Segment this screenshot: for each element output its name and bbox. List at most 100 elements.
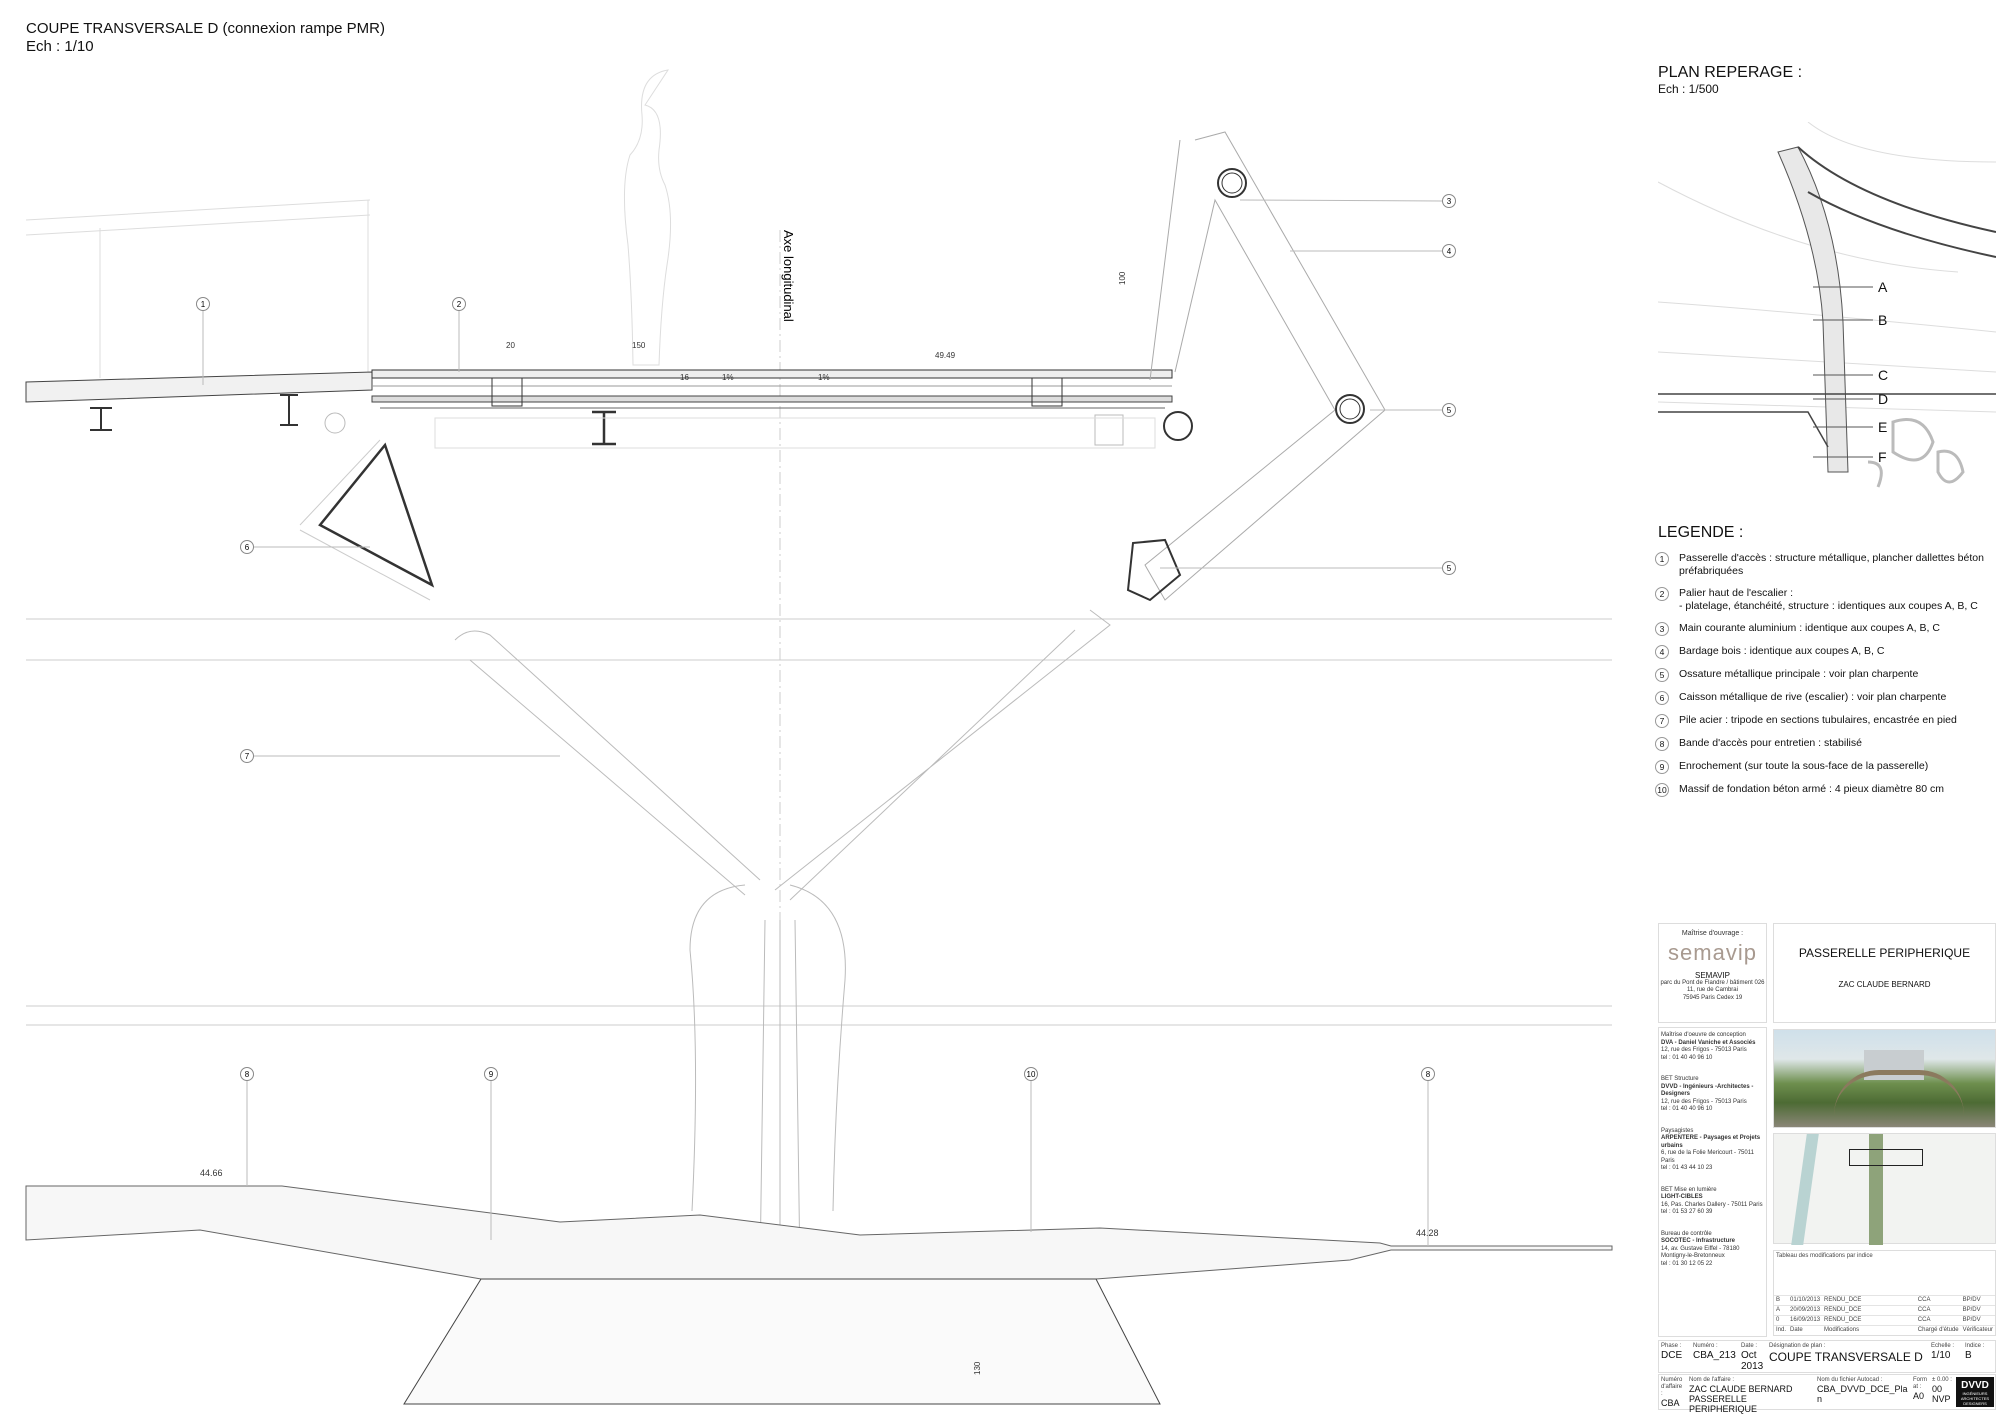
ground-profile <box>25 1185 1613 1405</box>
phase-value: DCE <box>1661 1350 1683 1361</box>
affaire-nom-value: PASSERELLE PERIPHERIQUE <box>1689 1394 1758 1414</box>
callout-leader <box>1239 199 1443 202</box>
legend-number: 8 <box>1655 737 1669 751</box>
mods-cell: 0 <box>1774 1315 1789 1326</box>
section-marker-F: F <box>1878 449 1887 465</box>
callout-circle <box>1442 244 1456 258</box>
team-name: ARPENTERE - Paysages et Projets urbains <box>1661 1135 1761 1149</box>
owner-name: SEMAVIP <box>1695 970 1730 980</box>
section-marker-E: E <box>1878 419 1887 435</box>
section-marker-D: D <box>1878 391 1888 407</box>
elevation-right: 44.28 <box>1416 1228 1439 1238</box>
mods-cell: Modifications <box>1822 1325 1916 1335</box>
dim-150: 150 <box>632 341 646 350</box>
legend: 1 Passerelle d'accès : structure métalliq… <box>1655 552 1997 806</box>
legend-text: Massif de fondation béton armé : 4 pieux… <box>1679 783 1944 795</box>
callout-7: 7 <box>245 752 250 761</box>
owner-address: 11, rue de Cambrai <box>1687 987 1738 993</box>
legend-number: 10 <box>1655 783 1669 797</box>
project-name: PASSERELLE PERIPHERIQUE <box>1798 946 1971 960</box>
steel-pier-tripod <box>454 609 1111 1271</box>
team-tel: tel : 01 43 44 10 23 <box>1661 1165 1713 1171</box>
team-name: DVA - Daniel Vaniche et Associés <box>1661 1039 1756 1046</box>
team-address: 12, rue des Frigos - 75013 Paris <box>1661 1047 1747 1053</box>
callout-6: 6 <box>245 543 250 552</box>
indice-label: Indice : <box>1965 1343 1985 1349</box>
format-label: Format : <box>1913 1377 1927 1390</box>
dim-20: 20 <box>506 341 515 350</box>
owner-address: 75945 Paris Cedex 19 <box>1682 994 1743 1001</box>
human-silhouette <box>623 69 672 366</box>
designation-label: Désignation de plan : <box>1769 1343 1826 1349</box>
echelle-label: Echelle : <box>1931 1343 1955 1349</box>
mods-cell: CCA <box>1915 1305 1961 1316</box>
team-address: 14, av. Gustave Eiffel - 78180 Montigny-… <box>1661 1245 1740 1260</box>
legend-text: Enrochement (sur toute la sous-face de l… <box>1679 760 1929 772</box>
mods-cell: 01/10/2013 <box>1788 1295 1823 1306</box>
format-value: A0 <box>1913 1391 1925 1401</box>
team-name: LIGHT-CIBLES <box>1661 1194 1703 1200</box>
axis-label: Axe longitudinal <box>781 230 796 322</box>
mods-cell: B <box>1774 1295 1789 1306</box>
team-role: BET Structure <box>1661 1076 1699 1082</box>
team-address: 12, rue des Frigos - 75013 Paris <box>1661 1098 1747 1105</box>
legend-number: 1 <box>1655 552 1669 566</box>
legend-title: LEGENDE : <box>1658 524 1744 541</box>
callout-circle <box>1421 1067 1435 1081</box>
mods-cell: Vérificateur <box>1960 1325 1995 1335</box>
dvvd-logo-text: DVVD <box>1961 1380 1989 1391</box>
phase-label: Phase : <box>1661 1343 1682 1349</box>
affaire-num-value: CBA <box>1661 1398 1680 1408</box>
callout-circle <box>1442 561 1456 575</box>
callout-circle <box>240 540 254 554</box>
landing-deck <box>371 369 1173 449</box>
legend-text: Main courante aluminium : identique aux … <box>1679 622 1940 634</box>
legend-text: Pile acier : tripode en sections tubulai… <box>1679 714 1957 726</box>
plan-scale: Ech : 1/500 <box>1658 82 1719 96</box>
team-name: SOCOTEC - Infrastructure <box>1661 1238 1736 1244</box>
mods-cell: BP/DV <box>1960 1295 1995 1306</box>
owner-address: parc du Pont de Flandre / bâtiment 026 <box>1660 979 1765 986</box>
affaire-num-label: Numéro d'affaire : <box>1661 1377 1683 1397</box>
drawing-title: COUPE TRANSVERSALE D (connexion rampe PM… <box>26 20 385 56</box>
team-name: DVVD - Ingénieurs -Architectes - Designe… <box>1661 1083 1754 1098</box>
legend-text: Palier haut de l'escalier : - platelage,… <box>1679 587 1978 612</box>
edge-box-girder <box>318 442 435 588</box>
mods-cell: Chargé d'étude <box>1915 1325 1961 1335</box>
team-tel: tel : 01 40 40 96 10 <box>1661 1106 1713 1112</box>
legend-text: Bande d'accès pour entretien : stabilisé <box>1679 737 1862 749</box>
callout-circle <box>240 749 254 763</box>
dim-16: 16 <box>680 373 689 382</box>
legend-text: Caisson métallique de rive (escalier) : … <box>1679 691 1947 703</box>
cross-section-drawing: Axe longitudinal 20 150 49.49 100 1% 1% … <box>25 69 1613 1405</box>
section-title: COUPE TRANSVERSALE D (connexion rampe PM… <box>26 20 386 37</box>
dim-100: 100 <box>1118 271 1127 285</box>
legend-item: 1 Passerelle d'accès : structure métalliq… <box>1655 552 1997 578</box>
legend-text: Passerelle d'accès : structure métalliqu… <box>1679 552 1984 577</box>
nvp-value: 00 NVP <box>1932 1384 1951 1404</box>
legend-number: 4 <box>1655 645 1669 659</box>
team-tel: tel : 01 53 27 60 39 <box>1661 1209 1713 1215</box>
team-address: 6, rue de la Folie Mericourt - 75011 Par… <box>1661 1150 1754 1164</box>
team-role: BET Mise en lumière <box>1661 1186 1717 1193</box>
elevation-left: 44.66 <box>200 1168 223 1178</box>
nvp-label: ± 0.00 : <box>1932 1377 1952 1383</box>
section-marker-C: C <box>1878 367 1888 383</box>
callout-circle <box>1442 403 1456 417</box>
mods-cell: RENDU_DCE <box>1822 1305 1916 1316</box>
mods-cell: Date <box>1788 1325 1823 1335</box>
date-label: Date : <box>1741 1343 1758 1349</box>
